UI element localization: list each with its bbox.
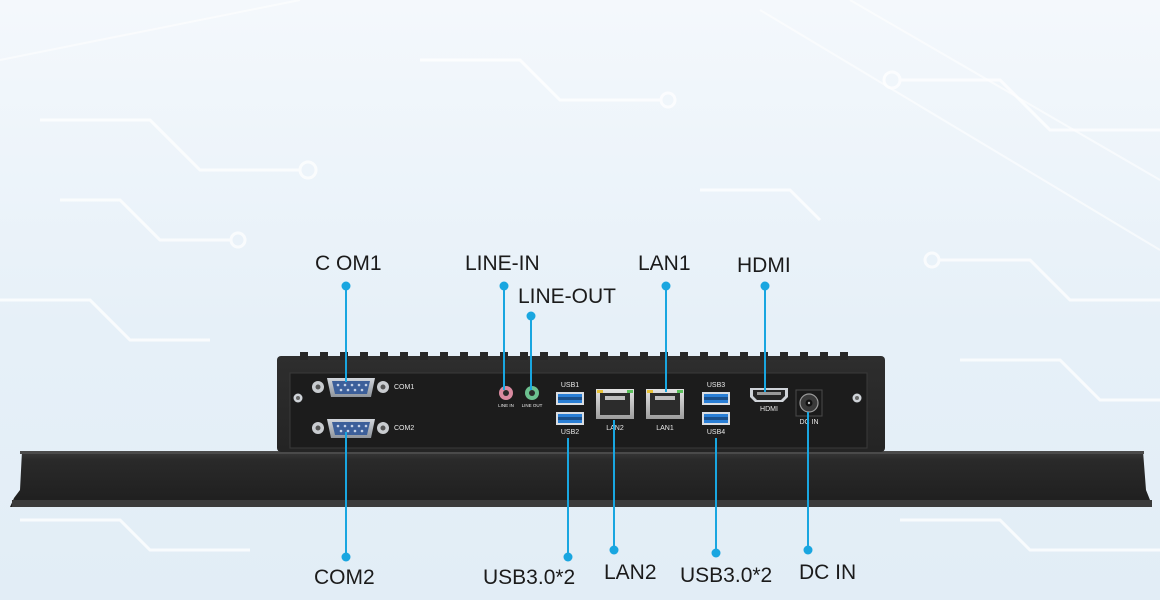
com1-silk-label: COM1 (394, 384, 414, 391)
usb1-silk-label: USB1 (561, 382, 579, 389)
usb1-port: USB1 (556, 382, 584, 405)
screw-icon (293, 393, 303, 403)
leader-usb-right (711, 438, 721, 558)
leader-com2 (341, 432, 351, 562)
usb4-port: USB4 (702, 412, 730, 436)
leader-com1 (341, 281, 351, 382)
com1-callout: C OM1 (315, 252, 382, 275)
leader-usb-left (563, 438, 573, 562)
usb3-silk-label: USB3 (707, 382, 725, 389)
usb2-port: USB2 (556, 412, 584, 436)
usb-right-callout: USB3.0*2 (680, 564, 773, 587)
leader-dc-in (803, 412, 813, 555)
leader-lan2 (609, 420, 619, 555)
lan1-silk-label: LAN1 (656, 425, 674, 432)
com2-silk-label: COM2 (394, 425, 414, 432)
base-highlight (20, 451, 1144, 454)
screw-icon (852, 393, 862, 403)
usb4-silk-label: USB4 (707, 429, 725, 436)
lan1-callout: LAN1 (638, 252, 691, 275)
usb-left-callout: USB3.0*2 (483, 566, 576, 589)
line-out-jack: LINE OUT (522, 386, 543, 408)
light-streaks (0, 0, 1160, 251)
com2-port: COM2 (312, 419, 414, 438)
hdmi-callout: HDMI (737, 254, 791, 277)
line-in-callout: LINE-IN (465, 252, 540, 275)
line-out-callout: LINE-OUT (518, 285, 617, 308)
usb2-silk-label: USB2 (561, 429, 579, 436)
lan2-port: LAN2 (596, 389, 634, 432)
usb3-port: USB3 (702, 382, 730, 405)
lan2-callout: LAN2 (604, 561, 657, 584)
leader-line-out (526, 311, 536, 390)
hdmi-port: HDMI (750, 388, 788, 413)
hdmi-silk-label: HDMI (760, 406, 778, 413)
panel-pc-device: COM1 COM2 LINE IN LINE OUT USB (10, 352, 1152, 507)
base-edge (12, 500, 1152, 507)
com1-port: COM1 (312, 378, 414, 397)
leader-lines (341, 281, 813, 562)
leader-line-in (499, 281, 509, 390)
lan1-port: LAN1 (646, 389, 684, 432)
dc-in-callout: DC IN (799, 561, 857, 584)
line-out-silk-label: LINE OUT (522, 403, 543, 408)
lan2-silk-label: LAN2 (606, 425, 624, 432)
leader-lan1 (661, 281, 671, 392)
line-in-silk-label: LINE IN (498, 403, 514, 408)
line-in-jack: LINE IN (498, 386, 514, 408)
device-base (10, 451, 1152, 507)
leader-hdmi (760, 281, 770, 392)
com2-callout: COM2 (314, 566, 375, 589)
circuit-pattern (0, 58, 1160, 552)
